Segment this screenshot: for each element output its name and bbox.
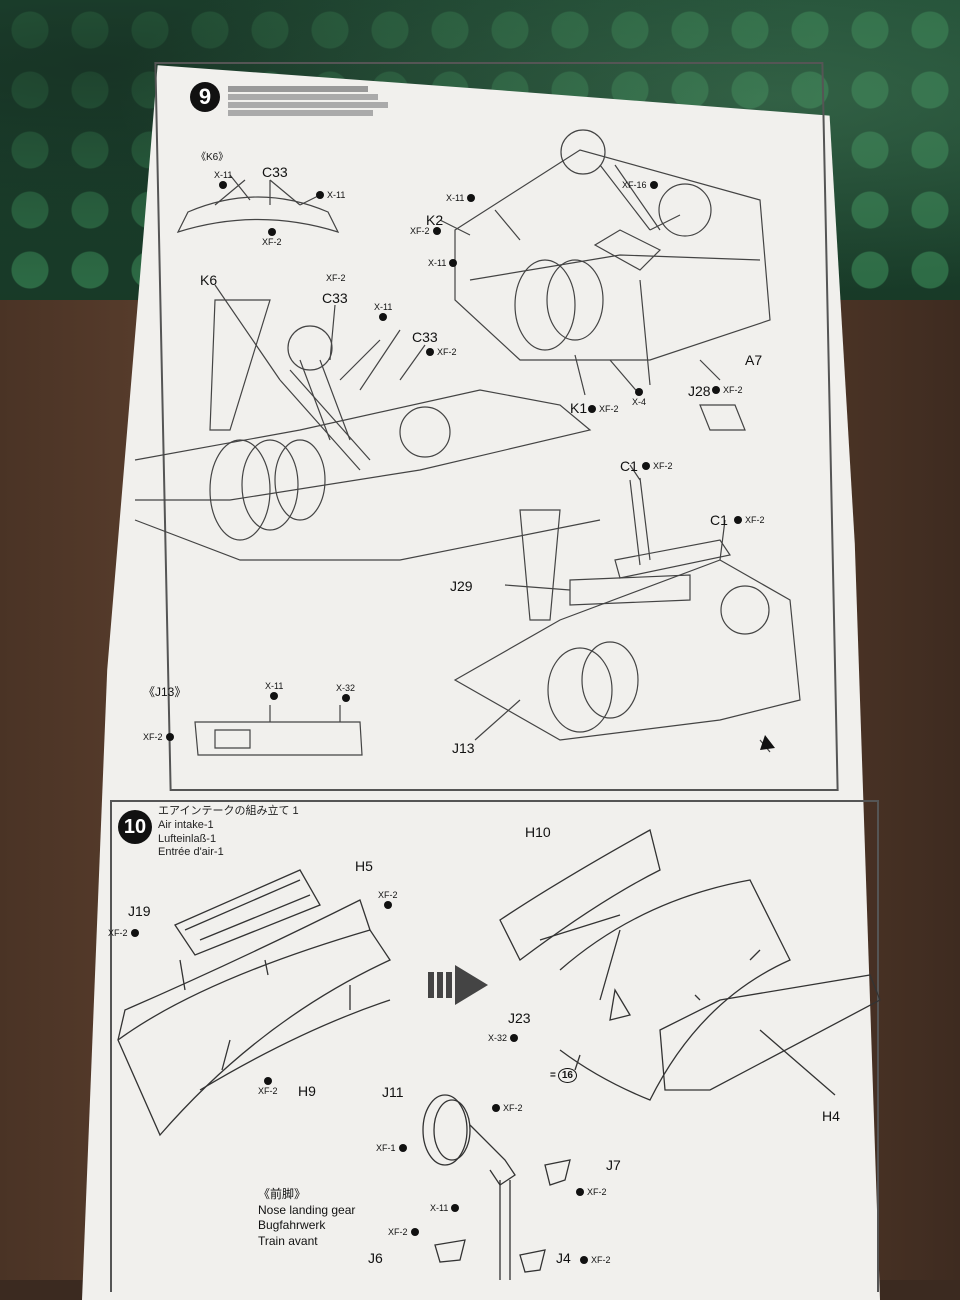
- part-label-j4: J4: [556, 1250, 571, 1266]
- inset-k6-label: 《K6》: [196, 152, 229, 163]
- part-label-j6: J6: [368, 1250, 383, 1266]
- instruction-sheet: [82, 65, 880, 1300]
- step-10-number: 10: [118, 810, 152, 844]
- paint-xf2-c1-top: XF-2: [642, 461, 673, 471]
- inset-j13-label: 《J13》: [143, 685, 187, 699]
- paint-xf2-j28: XF-2: [712, 385, 743, 395]
- part-label-k6: K6: [200, 272, 218, 288]
- paint-xf1-j11: XF-1: [376, 1143, 407, 1153]
- paint-xf2-j13: XF-2: [143, 732, 174, 742]
- step-9-number: 9: [190, 82, 220, 112]
- part-label-h10: H10: [525, 824, 551, 840]
- ref-step-16-marker: =16: [550, 1068, 577, 1083]
- part-label-j29: J29: [450, 578, 473, 594]
- paint-xf2-j11: XF-2: [492, 1103, 523, 1113]
- part-label-j28: J28: [688, 383, 711, 399]
- step-10-title-ja: エアインテークの組み立て 1: [158, 805, 299, 817]
- paint-xf2-j7: XF-2: [576, 1187, 607, 1197]
- paint-x11-c33: X-11: [374, 302, 392, 321]
- nose-gear-de: Bugfahrwerk: [258, 1218, 326, 1233]
- paint-xf2-h9: XF-2: [258, 1077, 278, 1096]
- paint-xf2-j6: XF-2: [388, 1227, 419, 1237]
- paint-xf2-c33-right: XF-2: [426, 347, 457, 357]
- paint-xf2-k1: XF-2: [588, 404, 619, 414]
- paint-xf2-j4: XF-2: [580, 1255, 611, 1265]
- part-label-j19: J19: [128, 903, 151, 919]
- paint-x4: X-4: [632, 388, 646, 407]
- paint-x11-k6-right: X-11: [316, 190, 345, 200]
- step-10-title-en: Air intake-1: [158, 818, 214, 831]
- paint-xf16: XF-16: [622, 180, 658, 190]
- nose-gear-callout: 《前脚》 Nose landing gear Bugfahrwerk Train…: [258, 1187, 355, 1249]
- nose-gear-fr: Train avant: [258, 1233, 318, 1248]
- nose-gear-en: Nose landing gear: [258, 1202, 356, 1217]
- part-label-c33-mid: C33: [322, 290, 348, 306]
- part-label-c1-right: C1: [710, 512, 728, 528]
- paint-xf2-k6: XF-2: [262, 228, 282, 247]
- paint-x32-j23: X-32: [488, 1033, 519, 1043]
- paint-xf2-j19: XF-2: [108, 928, 139, 938]
- part-label-c1-top: C1: [620, 458, 638, 474]
- paint-x11-k2-top: X-11: [446, 193, 476, 203]
- part-label-c33-right: C33: [412, 329, 438, 345]
- step-9-title-blurred: [228, 84, 388, 118]
- paint-x11-j13: X-11: [265, 681, 283, 700]
- paint-xf2-c33: XF-2: [326, 273, 346, 283]
- paint-x11-k6-left: X-11: [214, 170, 232, 189]
- part-label-h5: H5: [355, 858, 373, 874]
- paint-x11-k2-bottom: X-11: [428, 258, 458, 268]
- part-label-c33-top: C33: [262, 164, 288, 180]
- part-label-a7: A7: [745, 352, 763, 368]
- step-10-panel: [110, 800, 879, 1292]
- step-10-title-fr: Entrée d'air-1: [158, 846, 224, 859]
- paint-x11-gear: X-11: [430, 1203, 460, 1213]
- paint-x32-j13: X-32: [336, 683, 355, 702]
- part-label-h9: H9: [298, 1083, 316, 1099]
- part-label-j11: J11: [382, 1084, 404, 1100]
- nose-gear-ja: 《前脚》: [258, 1187, 307, 1201]
- step-10-title-de: Lufteinlaß-1: [158, 832, 217, 845]
- part-label-j7: J7: [606, 1157, 621, 1173]
- part-label-k2: K2: [426, 212, 444, 228]
- paint-xf2-h5: XF-2: [378, 890, 398, 909]
- part-label-j13: J13: [452, 740, 475, 756]
- part-label-j23: J23: [508, 1010, 531, 1026]
- paint-xf2-c1-right: XF-2: [734, 515, 765, 525]
- part-label-h4: H4: [822, 1108, 840, 1124]
- paint-xf2-k2: XF-2: [410, 226, 441, 236]
- part-label-k1: K1: [570, 400, 588, 416]
- step-10-title: エアインテークの組み立て 1 Air intake-1 Lufteinlaß-1…: [158, 805, 299, 860]
